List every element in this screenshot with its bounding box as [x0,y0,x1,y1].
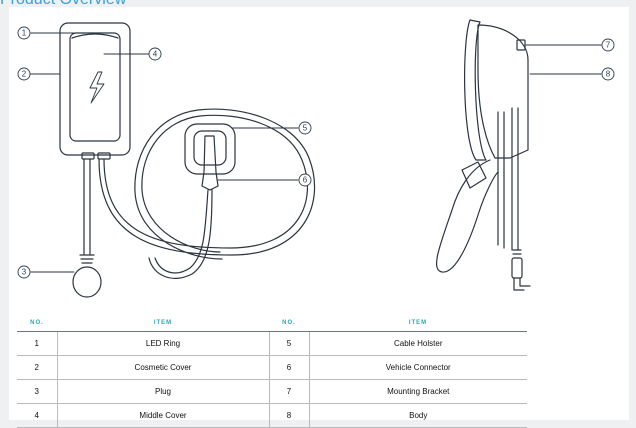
side-plug-neck [512,249,522,255]
row-item: Body [309,403,527,428]
row-no: 1 [17,331,58,356]
row-item: Cosmetic Cover [57,355,270,380]
callout-5 [298,121,312,135]
row-no: 6 [269,355,310,380]
power-cord [83,158,91,255]
row-no: 7 [269,379,310,404]
side-plug [511,257,523,279]
header-item: ITEM [57,315,269,332]
side-view [435,19,531,291]
table-header-row: NO. ITEM NO. ITEM [17,315,527,332]
cosmetic-cover-front [69,32,121,142]
charging-cable-inner [98,108,316,260]
front-view [59,22,316,298]
callout-6 [298,173,312,187]
connector-cable [148,189,213,279]
led-ring [71,33,119,39]
row-no: 8 [269,403,310,428]
callout-7 [601,38,615,52]
page-title: Product Overview [0,0,126,9]
parts-table: NO. ITEM NO. ITEM 1 LED Ring 5 Cable Hol… [17,315,527,428]
charger-body-front [59,22,131,156]
header-item: ITEM [309,315,527,332]
cable-gland-right [97,152,111,160]
callout-3 [17,265,31,279]
row-item: Vehicle Connector [309,355,527,380]
callout-8 [601,67,615,81]
side-plug-prongs [513,277,531,291]
row-item: Plug [57,379,270,404]
row-no: 5 [269,331,310,356]
row-item: LED Ring [57,331,270,356]
side-connector-head [461,161,487,189]
table-row: 1 LED Ring 5 Cable Holster [17,331,527,356]
table-row: 4 Middle Cover 8 Body [17,403,527,428]
plug [72,266,102,298]
row-no: 2 [17,355,58,380]
row-item: Middle Cover [57,403,270,428]
callout-4 [148,47,162,61]
callout-1-label: 1 [22,29,27,38]
side-cables [497,107,519,251]
charger-body-side [477,24,529,159]
header-no: NO. [269,315,309,332]
callout-2 [17,67,31,81]
row-no: 3 [17,379,58,404]
row-no: 4 [17,403,58,428]
row-item: Cable Holster [309,331,527,356]
header-no: NO. [17,315,57,332]
callout-1 [17,26,31,40]
callout-6-label: 6 [303,176,308,185]
callout-4-label: 4 [153,50,158,59]
table-row: 2 Cosmetic Cover 6 Vehicle Connector [17,355,527,380]
vehicle-connector [201,135,219,191]
callout-2-label: 2 [22,70,27,79]
bracket-tab [516,39,526,51]
callout-5-label: 5 [303,124,308,133]
side-connector-loop [435,159,499,273]
lightning-icon [89,71,105,104]
callout-7-label: 7 [606,41,611,50]
callout-markers [17,26,615,279]
mounting-bracket [464,19,487,161]
row-item: Mounting Bracket [309,379,527,404]
holster-inner [193,130,227,166]
cable-gland-left [81,152,95,160]
table-row: 3 Plug 7 Mounting Bracket [17,379,527,404]
leader-lines [29,32,602,273]
charging-cable [103,114,309,253]
callout-8-label: 8 [606,70,611,79]
charger-diagram: 1 2 3 4 5 6 7 8 [17,19,615,298]
plug-neck [79,254,95,264]
cable-holster [184,123,236,175]
callout-3-label: 3 [22,268,27,277]
